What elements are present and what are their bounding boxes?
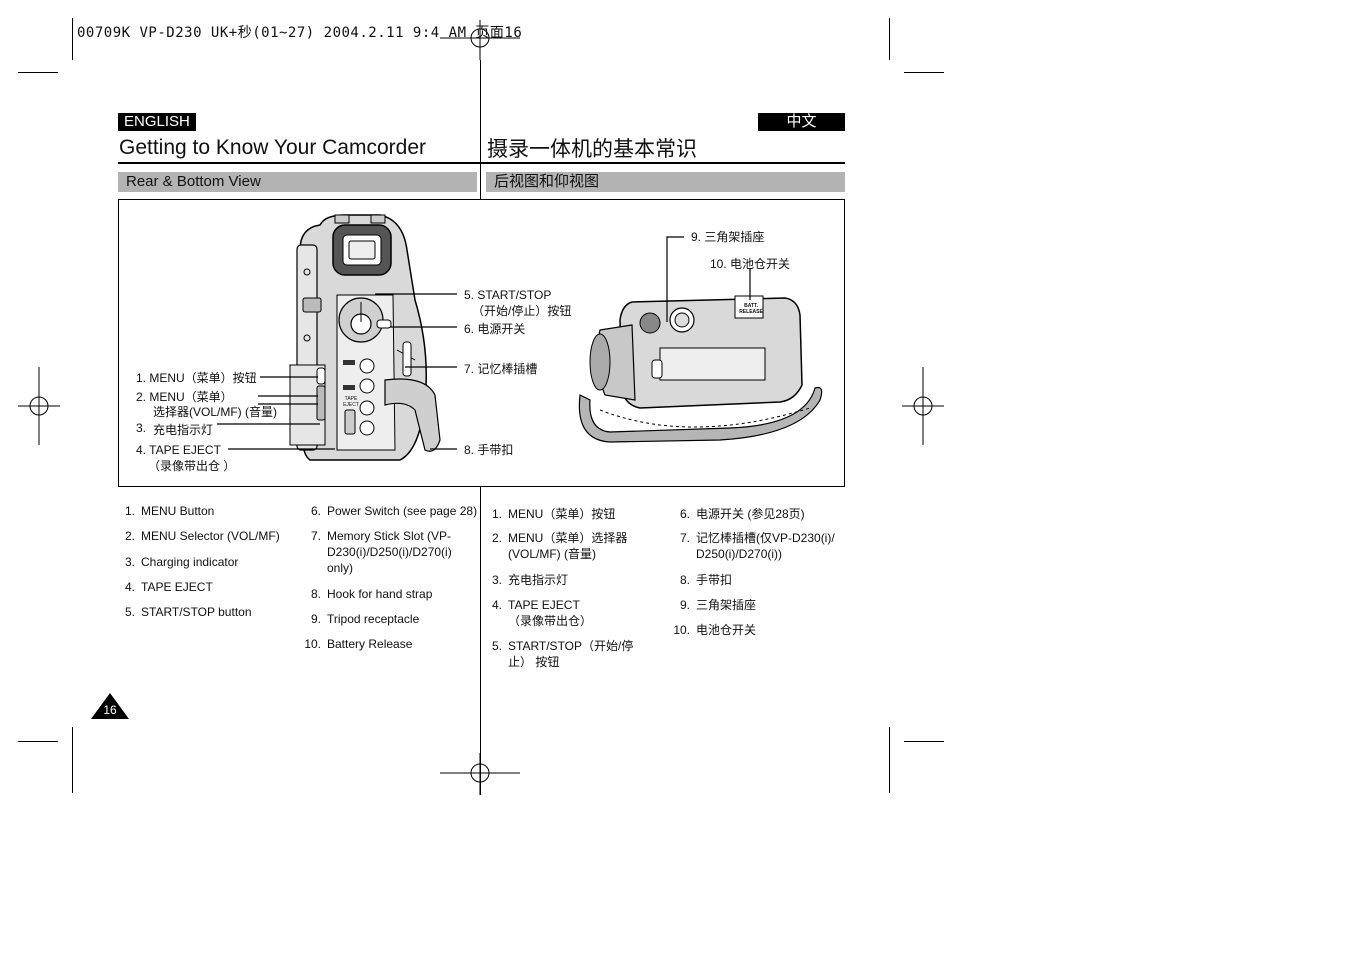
label-tripod: 9. 三角架插座 bbox=[691, 230, 765, 244]
list-item: 1.MENU Button bbox=[124, 504, 215, 518]
english-list-col2: 6.Power Switch (see page 28) 7.Memory St… bbox=[303, 503, 478, 661]
crop-mark bbox=[18, 72, 58, 73]
list-item: 1.MENU（菜单）按钮 bbox=[491, 507, 616, 521]
list-item: 10.电池仓开关 bbox=[673, 623, 757, 637]
crop-mark bbox=[889, 727, 890, 793]
list-item: 3.充电指示灯 bbox=[491, 573, 569, 587]
crop-mark bbox=[904, 72, 944, 73]
crop-mark bbox=[72, 727, 73, 793]
batt-release-mark: BATT. RELEASE bbox=[739, 303, 763, 315]
chinese-tag: 中文 bbox=[758, 113, 845, 131]
list-item: 9.Tripod receptacle bbox=[310, 612, 420, 626]
label-hand-strap: 8. 手带扣 bbox=[464, 443, 514, 457]
label-memory-slot: 7. 记忆棒插槽 bbox=[464, 362, 538, 376]
list-item: 4.TAPE EJECT bbox=[124, 580, 213, 594]
label-menu-button: 1. MENU（菜单）按钮 bbox=[136, 371, 257, 385]
list-item: 2.MENU（菜单）选择器 (VOL/MF) (音量) bbox=[491, 531, 628, 561]
list-item: 10.Battery Release bbox=[304, 637, 413, 651]
list-item: 9.三角架插座 bbox=[679, 598, 757, 612]
print-header: 00709K VP-D230 UK+秒(01~27) 2004.2.11 9:4… bbox=[77, 25, 523, 41]
label-menu-selector: 2. MENU（菜单） bbox=[136, 390, 233, 404]
crop-mark bbox=[889, 18, 890, 60]
registration-mark bbox=[902, 367, 944, 445]
column-divider bbox=[480, 487, 481, 795]
label-charging: 充电指示灯 bbox=[153, 423, 214, 437]
list-item: 2.MENU Selector (VOL/MF) bbox=[124, 529, 280, 543]
page-title-chinese: 摄录一体机的基本常识 bbox=[487, 138, 697, 161]
label-battery-release: 10. 电池仓开关 bbox=[710, 257, 791, 271]
label-tape-eject: 4. TAPE EJECT bbox=[136, 443, 221, 457]
label-tape-eject-cont: （录像带出仓 ） bbox=[148, 459, 236, 473]
registration-mark bbox=[440, 20, 520, 60]
title-rule bbox=[118, 162, 845, 164]
chinese-list-col2: 6.电源开关 (参见28页) 7.记忆棒插槽(仅VP-D230(i)/ D250… bbox=[672, 506, 847, 647]
list-item: 7.记忆棒插槽(仅VP-D230(i)/ D250(i)/D270(i)) bbox=[679, 531, 835, 561]
camcorder-rear-illustration bbox=[289, 214, 441, 461]
list-item: 5.START/STOP（开始/停止） 按钮 bbox=[491, 639, 634, 669]
label-charging-num: 3. bbox=[136, 421, 147, 435]
section-bar-english: Rear & Bottom View bbox=[118, 172, 477, 192]
english-list-col1: 1.MENU Button 2.MENU Selector (VOL/MF) 3… bbox=[117, 503, 297, 629]
crop-mark bbox=[72, 18, 73, 60]
crop-mark bbox=[18, 741, 58, 742]
section-bar-chinese: 后视图和仰视图 bbox=[486, 172, 845, 192]
list-item: 8.Hook for hand strap bbox=[310, 587, 433, 601]
registration-mark bbox=[18, 367, 60, 445]
crop-mark bbox=[904, 741, 944, 742]
list-item: 3.Charging indicator bbox=[124, 555, 239, 569]
english-tag: ENGLISH bbox=[118, 113, 196, 131]
chinese-list-col1: 1.MENU（菜单）按钮 2.MENU（菜单）选择器 (VOL/MF) (音量)… bbox=[484, 506, 664, 678]
list-item: 5.START/STOP button bbox=[124, 605, 252, 619]
list-item: 7.Memory Stick Slot (VP-D230(i)/D250(i)/… bbox=[310, 529, 452, 575]
page-title-english: Getting to Know Your Camcorder bbox=[119, 136, 427, 159]
list-item: 4.TAPE EJECT （录像带出仓） bbox=[491, 598, 593, 628]
column-divider bbox=[480, 60, 481, 200]
list-item: 8.手带扣 bbox=[679, 573, 733, 587]
list-item: 6.电源开关 (参见28页) bbox=[679, 507, 805, 521]
label-start-stop-cont: （开始/停止）按钮 bbox=[472, 304, 572, 318]
page-number: 16 bbox=[103, 703, 117, 717]
label-start-stop: 5. START/STOP bbox=[464, 288, 552, 302]
label-menu-selector-cont: 选择器(VOL/MF) (音量) bbox=[153, 405, 277, 419]
tape-eject-mark: TAPE EJECT bbox=[343, 396, 359, 408]
list-item: 6.Power Switch (see page 28) bbox=[310, 504, 478, 518]
page-number-triangle bbox=[91, 693, 129, 719]
label-power-switch: 6. 电源开关 bbox=[464, 322, 526, 336]
camcorder-bottom-illustration bbox=[578, 295, 823, 443]
